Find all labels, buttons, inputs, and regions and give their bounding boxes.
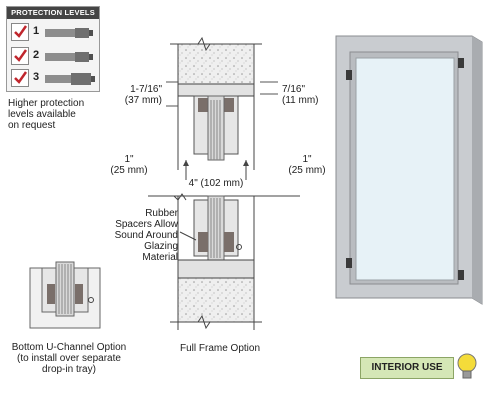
protection-level-number: 1 <box>33 25 40 37</box>
check-icon <box>11 47 29 65</box>
protection-note: Higher protection levels available on re… <box>8 98 118 131</box>
bottom-u-channel-caption: Bottom U-Channel Option (to install over… <box>4 342 134 375</box>
window-frame-illustration <box>335 35 483 305</box>
bolt-icon <box>45 28 93 38</box>
full-frame-caption: Full Frame Option <box>179 343 261 354</box>
dimension-mid-right: 1" (25 mm) <box>282 154 332 176</box>
rubber-note-line: Spacers Allow <box>115 219 178 230</box>
caption-line: Bottom U-Channel Option <box>11 342 127 353</box>
dimension-top-left: 1-7/16" (37 mm) <box>100 84 162 106</box>
u-channel-detail <box>29 261 101 329</box>
dimension-metric: (25 mm) <box>288 165 326 176</box>
protection-levels-panel: PROTECTION LEVELS 1 2 3 <box>6 6 100 92</box>
rubber-spacer-note: Rubber Spacers Allow Sound Around Glazin… <box>92 208 178 263</box>
rubber-note-line: Material <box>142 252 178 263</box>
rubber-note-line: Glazing <box>144 241 178 252</box>
dimension-metric: (11 mm) <box>282 95 319 106</box>
lightbulb-icon <box>457 353 477 379</box>
dimension-width: 4" (102 mm) <box>188 178 244 189</box>
protection-level-number: 2 <box>33 49 40 61</box>
protection-note-line: on request <box>8 120 56 131</box>
check-icon <box>11 23 29 41</box>
protection-level-3: 3 <box>11 69 97 89</box>
protection-level-number: 3 <box>33 71 40 83</box>
dimension-top-right: 7/16" (11 mm) <box>282 84 342 106</box>
caption-line: drop-in tray) <box>42 364 96 375</box>
caption-line: (to install over separate <box>17 353 121 364</box>
protection-level-2: 2 <box>11 47 97 67</box>
rubber-note-line: Rubber <box>145 208 178 219</box>
protection-note-line: Higher protection <box>8 98 85 109</box>
dimension-metric: (25 mm) <box>110 165 148 176</box>
protection-levels-header: PROTECTION LEVELS <box>7 7 99 19</box>
dimension-value: 1" <box>302 154 312 165</box>
dimension-metric: (37 mm) <box>124 95 162 106</box>
dimension-mid-left: 1" (25 mm) <box>104 154 154 176</box>
bottom-wall-section <box>148 193 300 330</box>
interior-use-badge: INTERIOR USE <box>360 357 454 379</box>
bolt-icon <box>45 73 95 85</box>
dimension-value: 7/16" <box>282 84 306 95</box>
protection-level-1: 1 <box>11 23 97 43</box>
dimension-value: 1" <box>124 154 134 165</box>
check-icon <box>11 69 29 87</box>
width-dimension-line <box>183 160 249 180</box>
top-wall-section <box>166 36 278 170</box>
rubber-note-line: Sound Around <box>114 230 178 241</box>
dimension-value: 1-7/16" <box>130 84 162 95</box>
protection-note-line: levels available <box>8 109 76 120</box>
bolt-icon <box>45 52 93 62</box>
